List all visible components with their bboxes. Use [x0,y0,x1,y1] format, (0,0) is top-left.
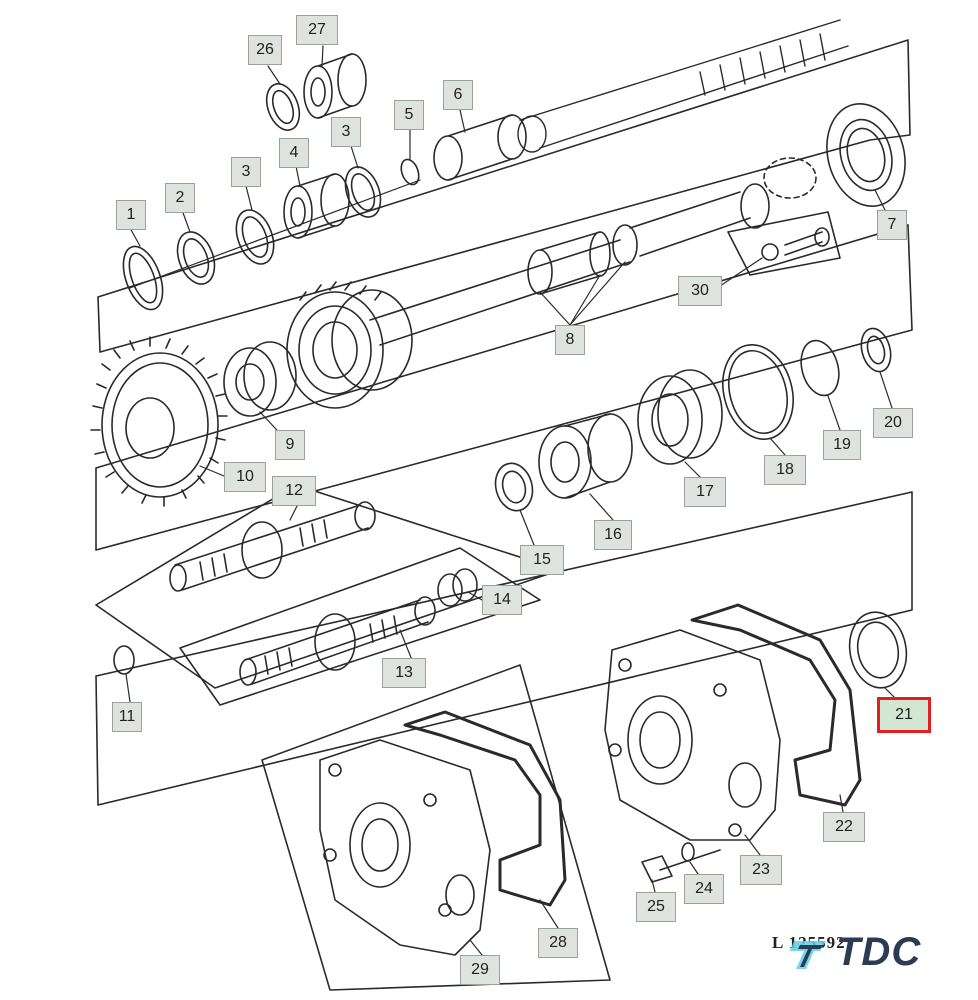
gasket-28 [403,710,567,907]
callout-25[interactable]: 25 [636,892,676,922]
callout-3a[interactable]: 3 [231,157,261,187]
callout-2[interactable]: 2 [165,183,195,213]
bearing-4 [283,173,350,239]
seal-21 [848,611,908,689]
tdc-watermark: TDC [790,930,921,975]
gasket-22 [690,603,862,807]
shaft-12 [169,501,376,592]
callout-19[interactable]: 19 [823,430,861,460]
callout-21-selected[interactable]: 21 [877,697,931,733]
logo-text: TDC [836,930,922,974]
callout-16[interactable]: 16 [594,520,632,550]
callout-18[interactable]: 18 [764,455,806,485]
leader-lines [125,45,898,956]
callout-8[interactable]: 8 [555,325,585,355]
callout-4[interactable]: 4 [279,138,309,168]
washer-15 [494,462,534,512]
bolt-30-box [727,211,841,276]
callout-17[interactable]: 17 [684,477,726,507]
callout-30[interactable]: 30 [678,276,722,306]
inner-shaft-outline [179,547,541,706]
snap-ring-3b [344,166,382,218]
housing-29-outline [261,664,611,991]
gear-8-main [286,281,413,409]
callout-12[interactable]: 12 [272,476,316,506]
gear-group-outline [95,224,913,551]
callout-3b[interactable]: 3 [331,117,361,147]
callout-29[interactable]: 29 [460,955,500,985]
sleeve-6 [433,114,527,181]
callout-1[interactable]: 1 [116,200,146,230]
snap-ring-1 [122,245,164,311]
upper-shaft-group-outline [97,39,911,353]
snap-ring-26 [265,83,301,131]
coupler-16 [538,413,633,499]
callout-14[interactable]: 14 [482,585,522,615]
washer-5 [400,158,420,186]
callout-28[interactable]: 28 [538,928,578,958]
ring-20 [860,327,892,373]
callout-27[interactable]: 27 [296,15,338,45]
callout-26[interactable]: 26 [248,35,282,65]
callout-6[interactable]: 6 [443,80,473,110]
callout-15[interactable]: 15 [520,545,564,575]
gear-10 [90,336,228,507]
callout-24[interactable]: 24 [684,874,724,904]
snap-ring-18 [722,344,794,440]
washer-24 [681,842,695,862]
callout-23[interactable]: 23 [740,855,782,885]
snap-ring-3a [235,209,275,265]
bearing-17 [637,369,723,465]
callout-7[interactable]: 7 [877,210,907,240]
tdc-logo-icon [790,940,826,969]
bearing-27 [303,53,367,119]
callout-10[interactable]: 10 [224,462,266,492]
housing-23 [604,629,781,841]
bolt-30 [761,227,830,261]
callout-9[interactable]: 9 [275,430,305,460]
callout-5[interactable]: 5 [394,100,424,130]
bushing-14 [437,568,478,607]
housing-29 [319,739,491,956]
callout-22[interactable]: 22 [823,812,865,842]
clip-11 [113,645,135,675]
shaft-13 [239,596,436,686]
callout-11[interactable]: 11 [112,702,142,732]
seal-7 [826,103,906,207]
bearing-9 [223,341,297,417]
ring-2 [176,231,216,285]
pto-group-outline [95,491,913,806]
main-shaft [517,19,849,153]
callout-13[interactable]: 13 [382,658,426,688]
callout-20[interactable]: 20 [873,408,913,438]
pinion-shaft-8 [369,157,817,346]
snap-ring-19 [800,339,840,397]
